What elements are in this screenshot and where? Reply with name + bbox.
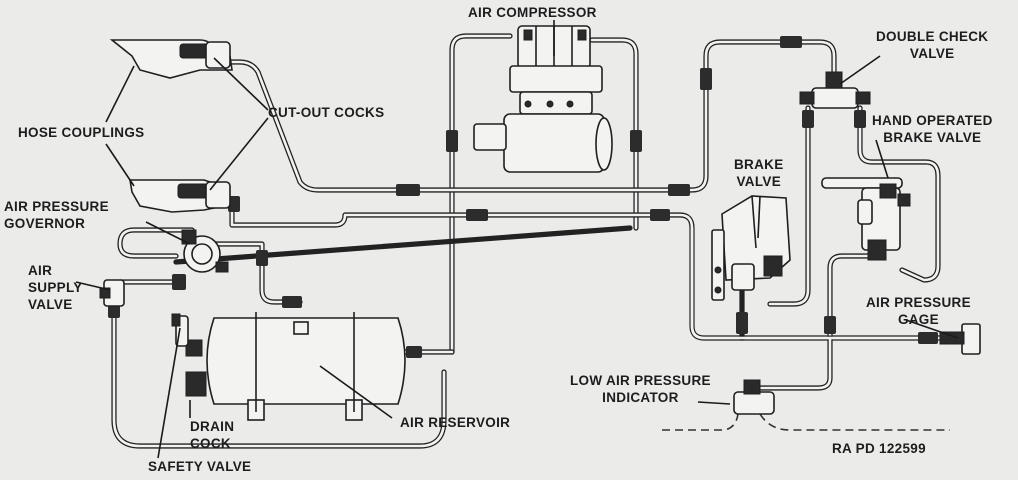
double-check-valve-drawing [799,71,871,109]
indicator-wire [662,413,950,431]
pipe-governor-loop-in [118,228,194,258]
hand-brake-valve-drawing [821,177,911,261]
label-air-reservoir: AIR RESERVOIR [400,415,511,430]
air-reservoir-drawing [185,312,406,421]
pipe-compressor-right-down-in [590,38,638,230]
supply-valve-drawing [99,279,125,307]
pipe-indicator-branch [749,335,833,391]
label-cut-out-cocks: CUT-OUT COCKS [268,105,385,120]
leader-lines [75,20,959,459]
label-double-check-valve: DOUBLE CHECK VALVE [876,29,989,61]
pipe-check-to-hand-valve-in [858,106,940,282]
label-air-pressure-gage: AIR PRESSURE GAGE [866,295,971,327]
label-air-supply-valve: AIR SUPPLY VALVE [28,263,83,312]
pipe-second-line-in-lower [690,226,948,340]
hose-coupling-lower-drawing [129,179,231,213]
hose-coupling-upper-drawing [109,39,233,79]
pipe-governor-lower [173,225,633,265]
air-pressure-gage-drawing [939,323,981,355]
label-drain-cock: DRAIN COCK [190,419,235,451]
pipe-hand-valve-down-in [828,254,876,340]
label-hand-operated-brake-valve: HAND OPERATED BRAKE VALVE [872,113,993,145]
air-compressor-drawing [473,25,613,173]
label-low-air-pressure-indicator: LOW AIR PRESSURE INDICATOR [570,373,711,405]
pipe-network [111,33,950,449]
label-air-pressure-governor: AIR PRESSURE GOVERNOR [4,199,109,231]
brake-valve-drawing [711,195,791,301]
label-safety-valve: SAFETY VALVE [148,459,252,474]
pipe-fittings [108,36,938,358]
figure-id-label: RA PD 122599 [832,441,926,456]
governor-drawing [181,229,229,273]
pipe-governor-to-reservoir-in [208,242,302,304]
pipe-indicator-branch-in [750,336,832,390]
low-pressure-indicator-drawing [733,379,775,415]
pipe-supply-down-loop-in [112,298,446,448]
label-hose-couplings: HOSE COUPLINGS [18,125,145,140]
pipe-compressor-left-riser-in [450,34,512,354]
label-air-compressor: AIR COMPRESSOR [468,5,597,20]
pipe-compressor-left-riser [449,33,513,355]
pipe-governor-loop [117,227,195,259]
label-brake-valve: BRAKE VALVE [734,157,784,189]
pipe-check-to-brake-valve-in [768,106,810,306]
safety-valve-drawing [171,313,189,347]
pipe-upper-main-in [208,40,836,192]
